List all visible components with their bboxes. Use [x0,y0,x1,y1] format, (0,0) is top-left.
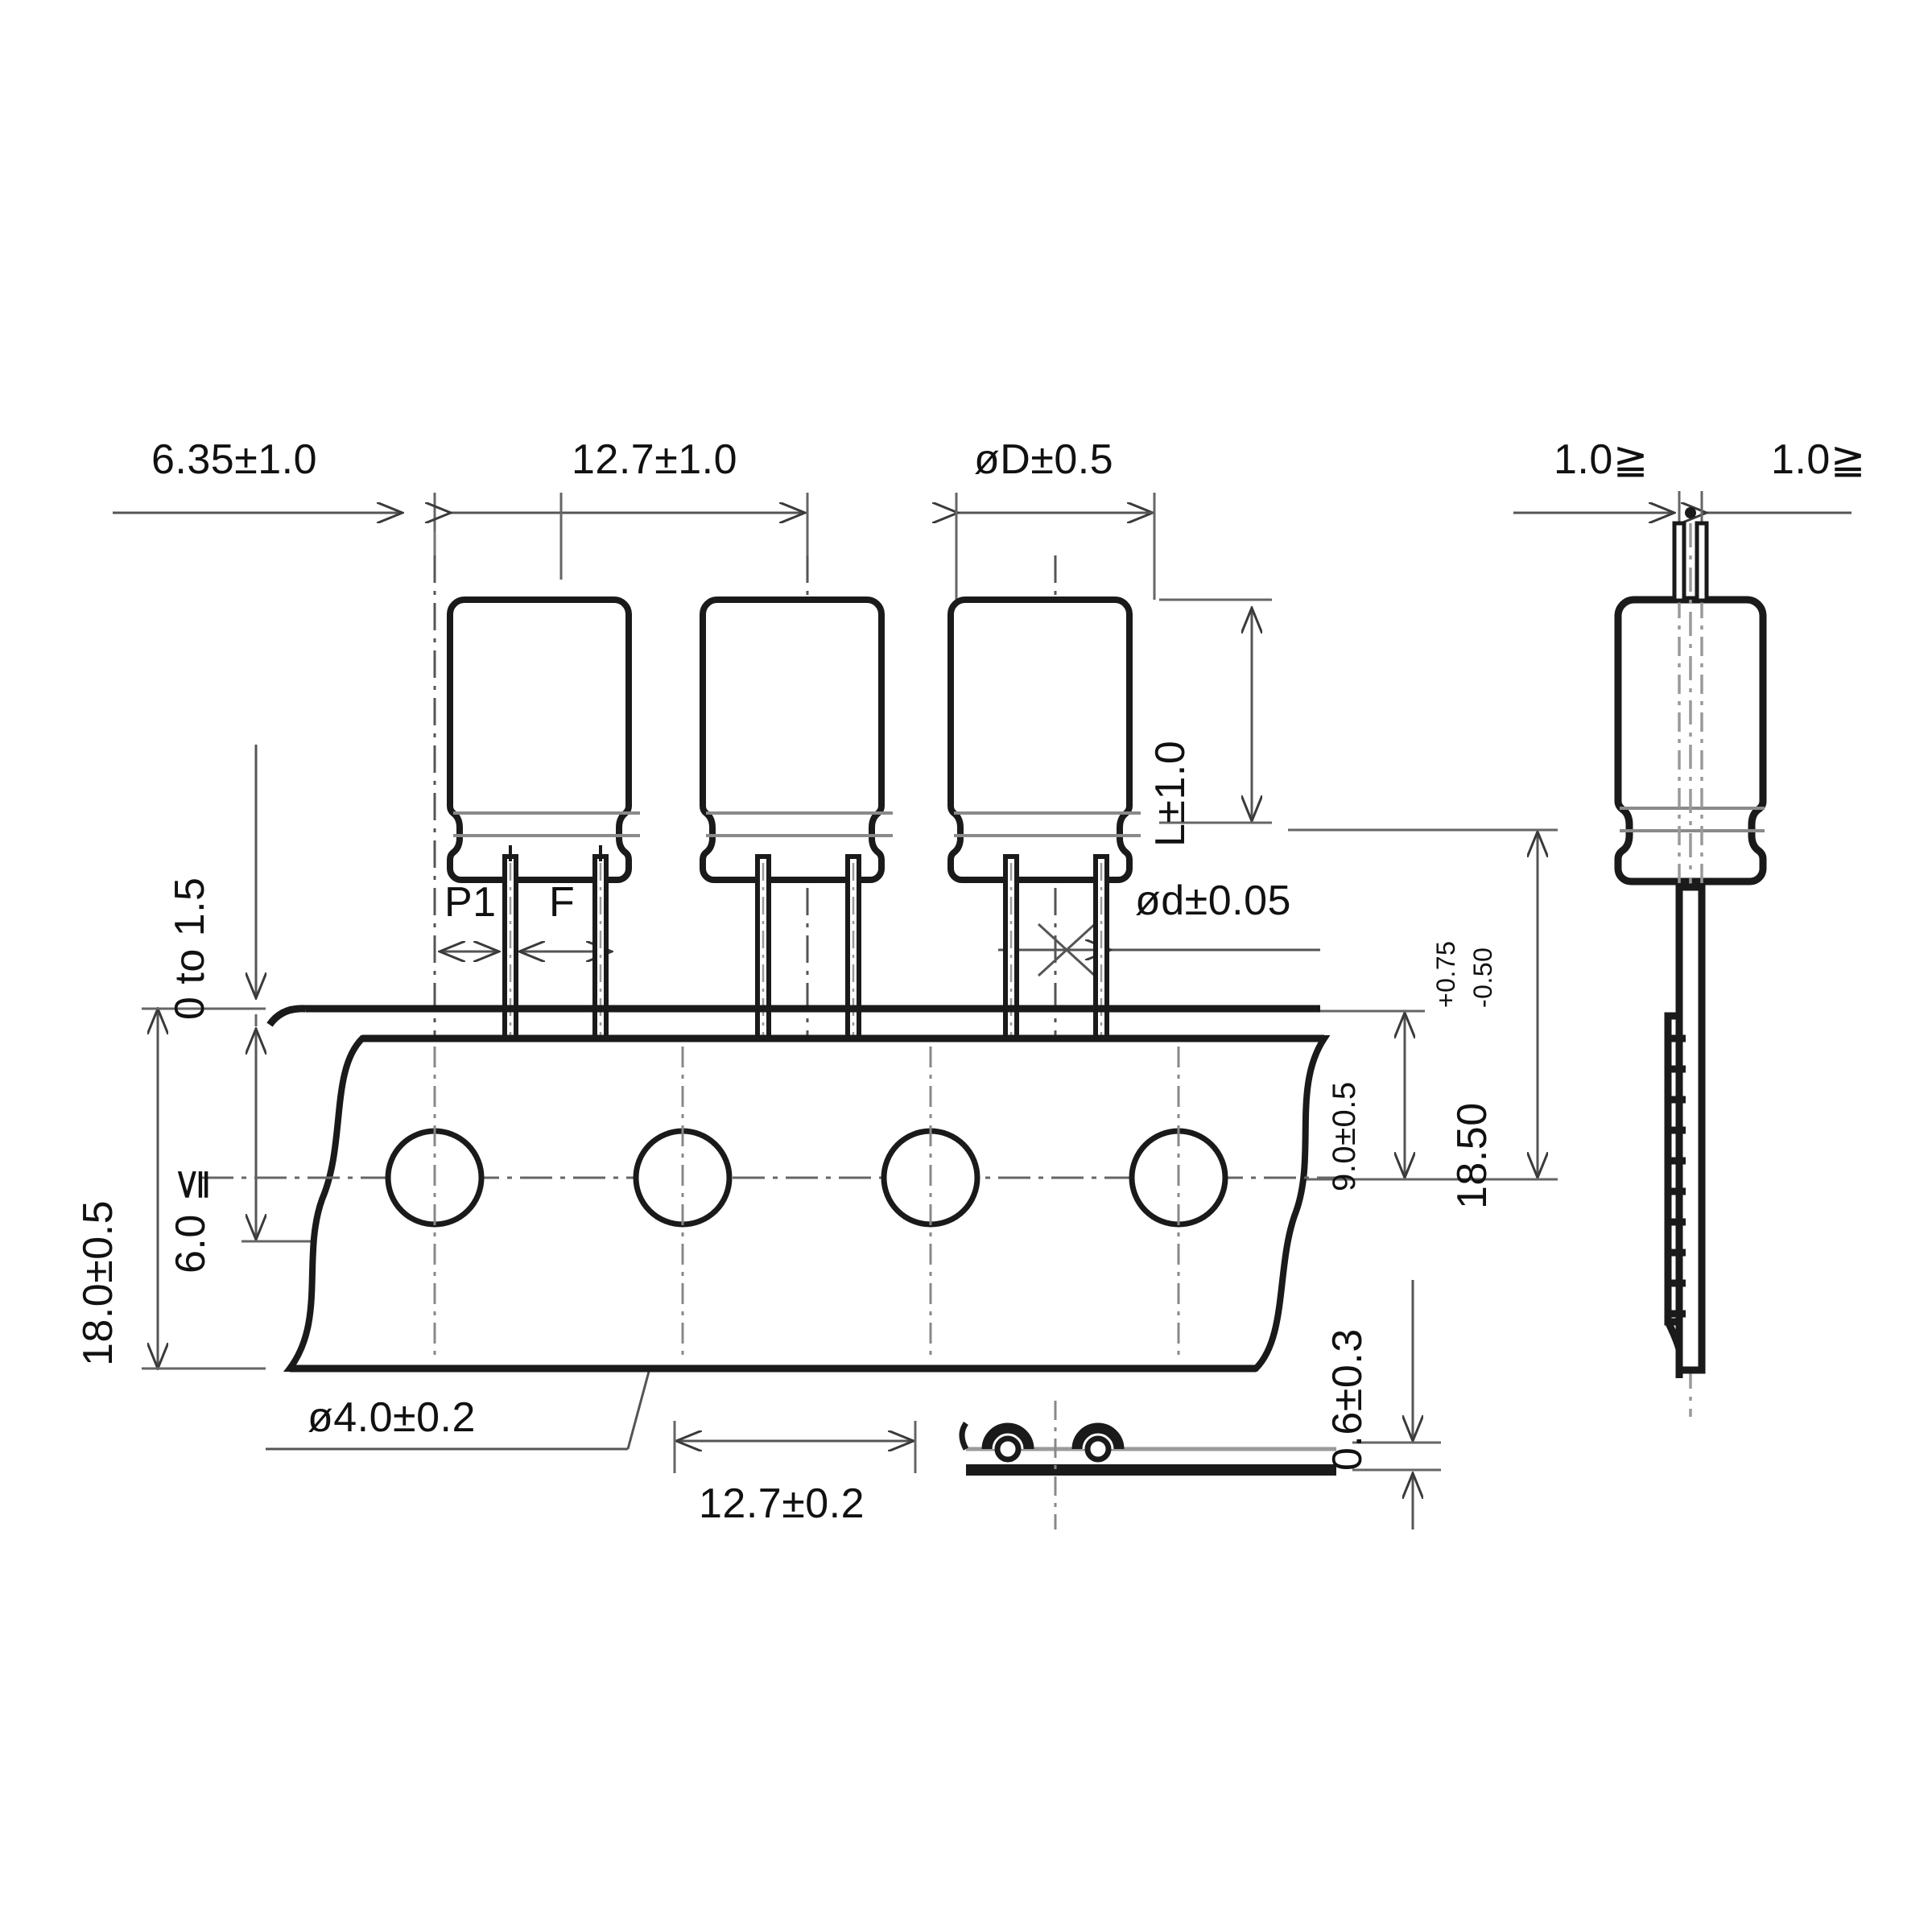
dim-label-sprocket-hole-diameter: ø4.0±0.2 [308,1394,476,1441]
dim-L-body-length [1159,598,1272,824]
layer-geometry [201,521,1767,1530]
dim-label-tape-edge-to-hole: 6.0 ≦ [167,1166,214,1274]
dim-label-hole-to-leadtop: 9.0±0.5 [1327,1081,1362,1191]
dim-label-body-pitch: 12.7±1.0 [572,436,738,483]
dim-label-body-to-hole-tol-plus: +0.75 [1431,940,1460,1008]
dim-6p0-edge-to-hole [242,1029,322,1243]
tape-section-lead-bump [1071,1422,1125,1463]
body-centerlines [433,555,1057,1336]
dim-18p0-tape-width [142,1009,266,1368]
dim-label-lead-pitch-p1: P1 [444,879,497,926]
dim-label-lead-diameter: ød±0.05 [1135,877,1291,924]
dim-6p35-first-lead-offset [113,493,436,580]
dim-label-body-seating: 0 to 1.5 [167,877,213,1020]
dim-label-body-diameter: øD±0.5 [974,436,1114,483]
dim-label-tape-thickness: 0.6±0.3 [1324,1328,1371,1471]
dim-label-side-clearance-right: 1.0≧ [1771,436,1866,483]
dim-label-first-lead-offset: 6.35±1.0 [151,436,318,483]
tape-section-lead-bump [981,1422,1034,1463]
dim-label-body-to-hole-center: 18.50 [1449,1102,1496,1209]
dim-0p6-tape-thickness [1352,1280,1441,1530]
dim-label-body-length: L±1.0 [1147,740,1194,847]
carrier-tape [201,1005,1352,1373]
side-view-capacitor [1614,521,1767,1417]
dim-label-tape-width: 18.0±0.5 [75,1199,122,1366]
dim-label-side-clearance-left: 1.0≧ [1554,436,1649,483]
dim-18p50-body-to-hole [1288,828,1558,1181]
dim-label-body-to-hole-tol-minus: -0.50 [1468,947,1497,1008]
dim-12p7-hole-pitch [673,1421,917,1473]
adhesive-tape-serration [1668,1034,1686,1318]
tape-cross-section [959,1401,1336,1530]
dim-lead-diameter [998,923,1320,977]
dim-label-sprocket-hole-pitch: 12.7±0.2 [699,1480,865,1527]
dim-diameter-D [956,493,1156,600]
dim-12p7-body-pitch [451,493,809,580]
dim-label-lead-pitch-f: F [549,879,576,926]
